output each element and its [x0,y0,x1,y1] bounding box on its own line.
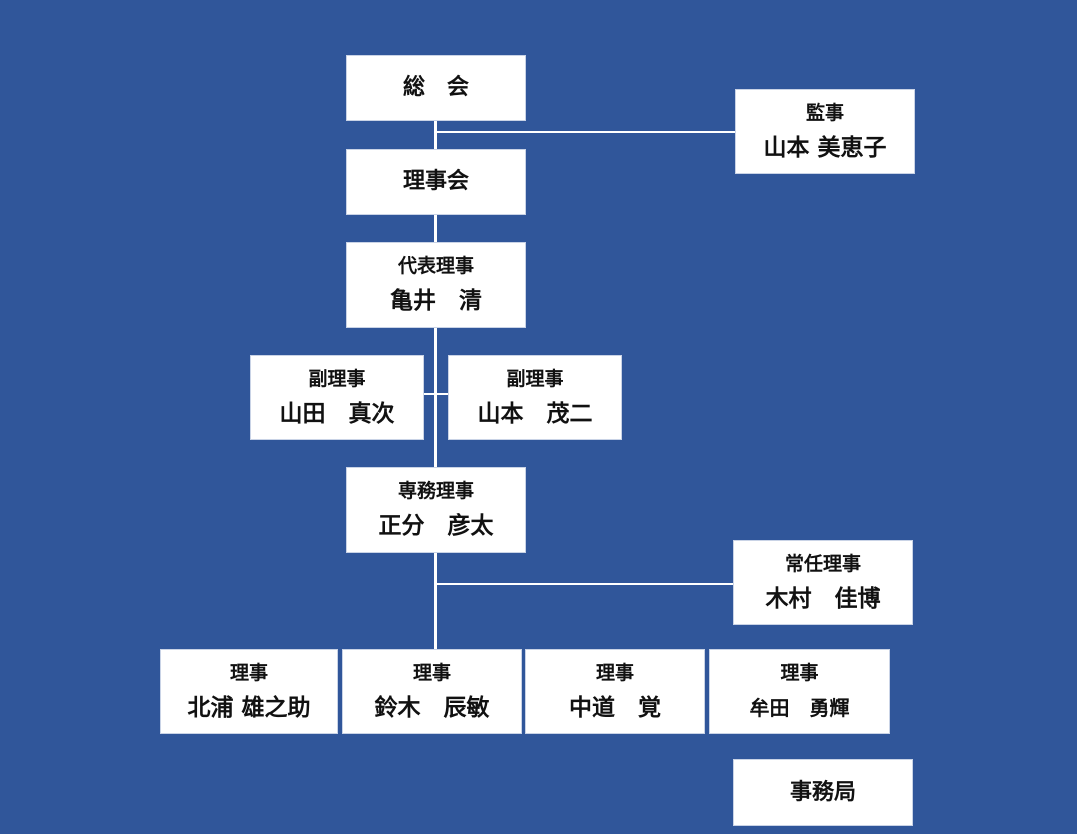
node-name: 牟田 勇輝 [749,695,850,720]
node-name: 亀井 清 [390,288,482,314]
connector-standing [436,583,734,585]
connector-trunk [434,121,437,649]
node-name: 木村 佳博 [765,585,881,612]
connector-vice [423,393,449,395]
node-director-3: 理事 中道 覚 [525,649,705,734]
node-role: 副理事 [308,367,366,390]
node-board: 理事会 [346,149,526,215]
node-standing: 常任理事 木村 佳博 [733,540,913,625]
node-secretariat: 事務局 [733,759,913,826]
connector-auditor [436,131,736,133]
node-name: 山本 美恵子 [763,134,887,161]
node-role: 理事 [780,661,819,684]
node-director-4: 理事 牟田 勇輝 [709,649,890,734]
node-executive: 専務理事 正分 彦太 [346,467,526,553]
node-label: 理事会 [402,169,469,194]
node-director-2: 理事 鈴木 辰敏 [342,649,522,734]
node-auditor: 監事 山本 美恵子 [735,89,915,174]
node-role: 常任理事 [784,552,861,575]
node-role: 理事 [595,661,634,684]
node-role: 代表理事 [397,255,474,277]
node-role: 副理事 [506,367,564,390]
node-name: 正分 彦太 [378,513,494,539]
node-label: 事務局 [789,779,856,805]
node-label: 総 会 [402,75,469,100]
node-role: 理事 [412,661,451,684]
node-representative: 代表理事 亀井 清 [346,242,526,328]
node-name: 山本 茂二 [477,400,593,427]
node-vice-right: 副理事 山本 茂二 [448,355,622,440]
node-role: 専務理事 [397,480,474,502]
node-name: 鈴木 辰敏 [374,694,490,721]
node-general-meeting: 総 会 [346,55,526,121]
node-director-1: 理事 北浦 雄之助 [160,649,338,734]
node-role: 監事 [805,101,844,124]
node-name: 北浦 雄之助 [187,694,311,721]
node-vice-left: 副理事 山田 真次 [250,355,424,440]
node-role: 理事 [229,661,268,684]
node-name: 山田 真次 [279,400,395,427]
node-name: 中道 覚 [569,694,661,721]
